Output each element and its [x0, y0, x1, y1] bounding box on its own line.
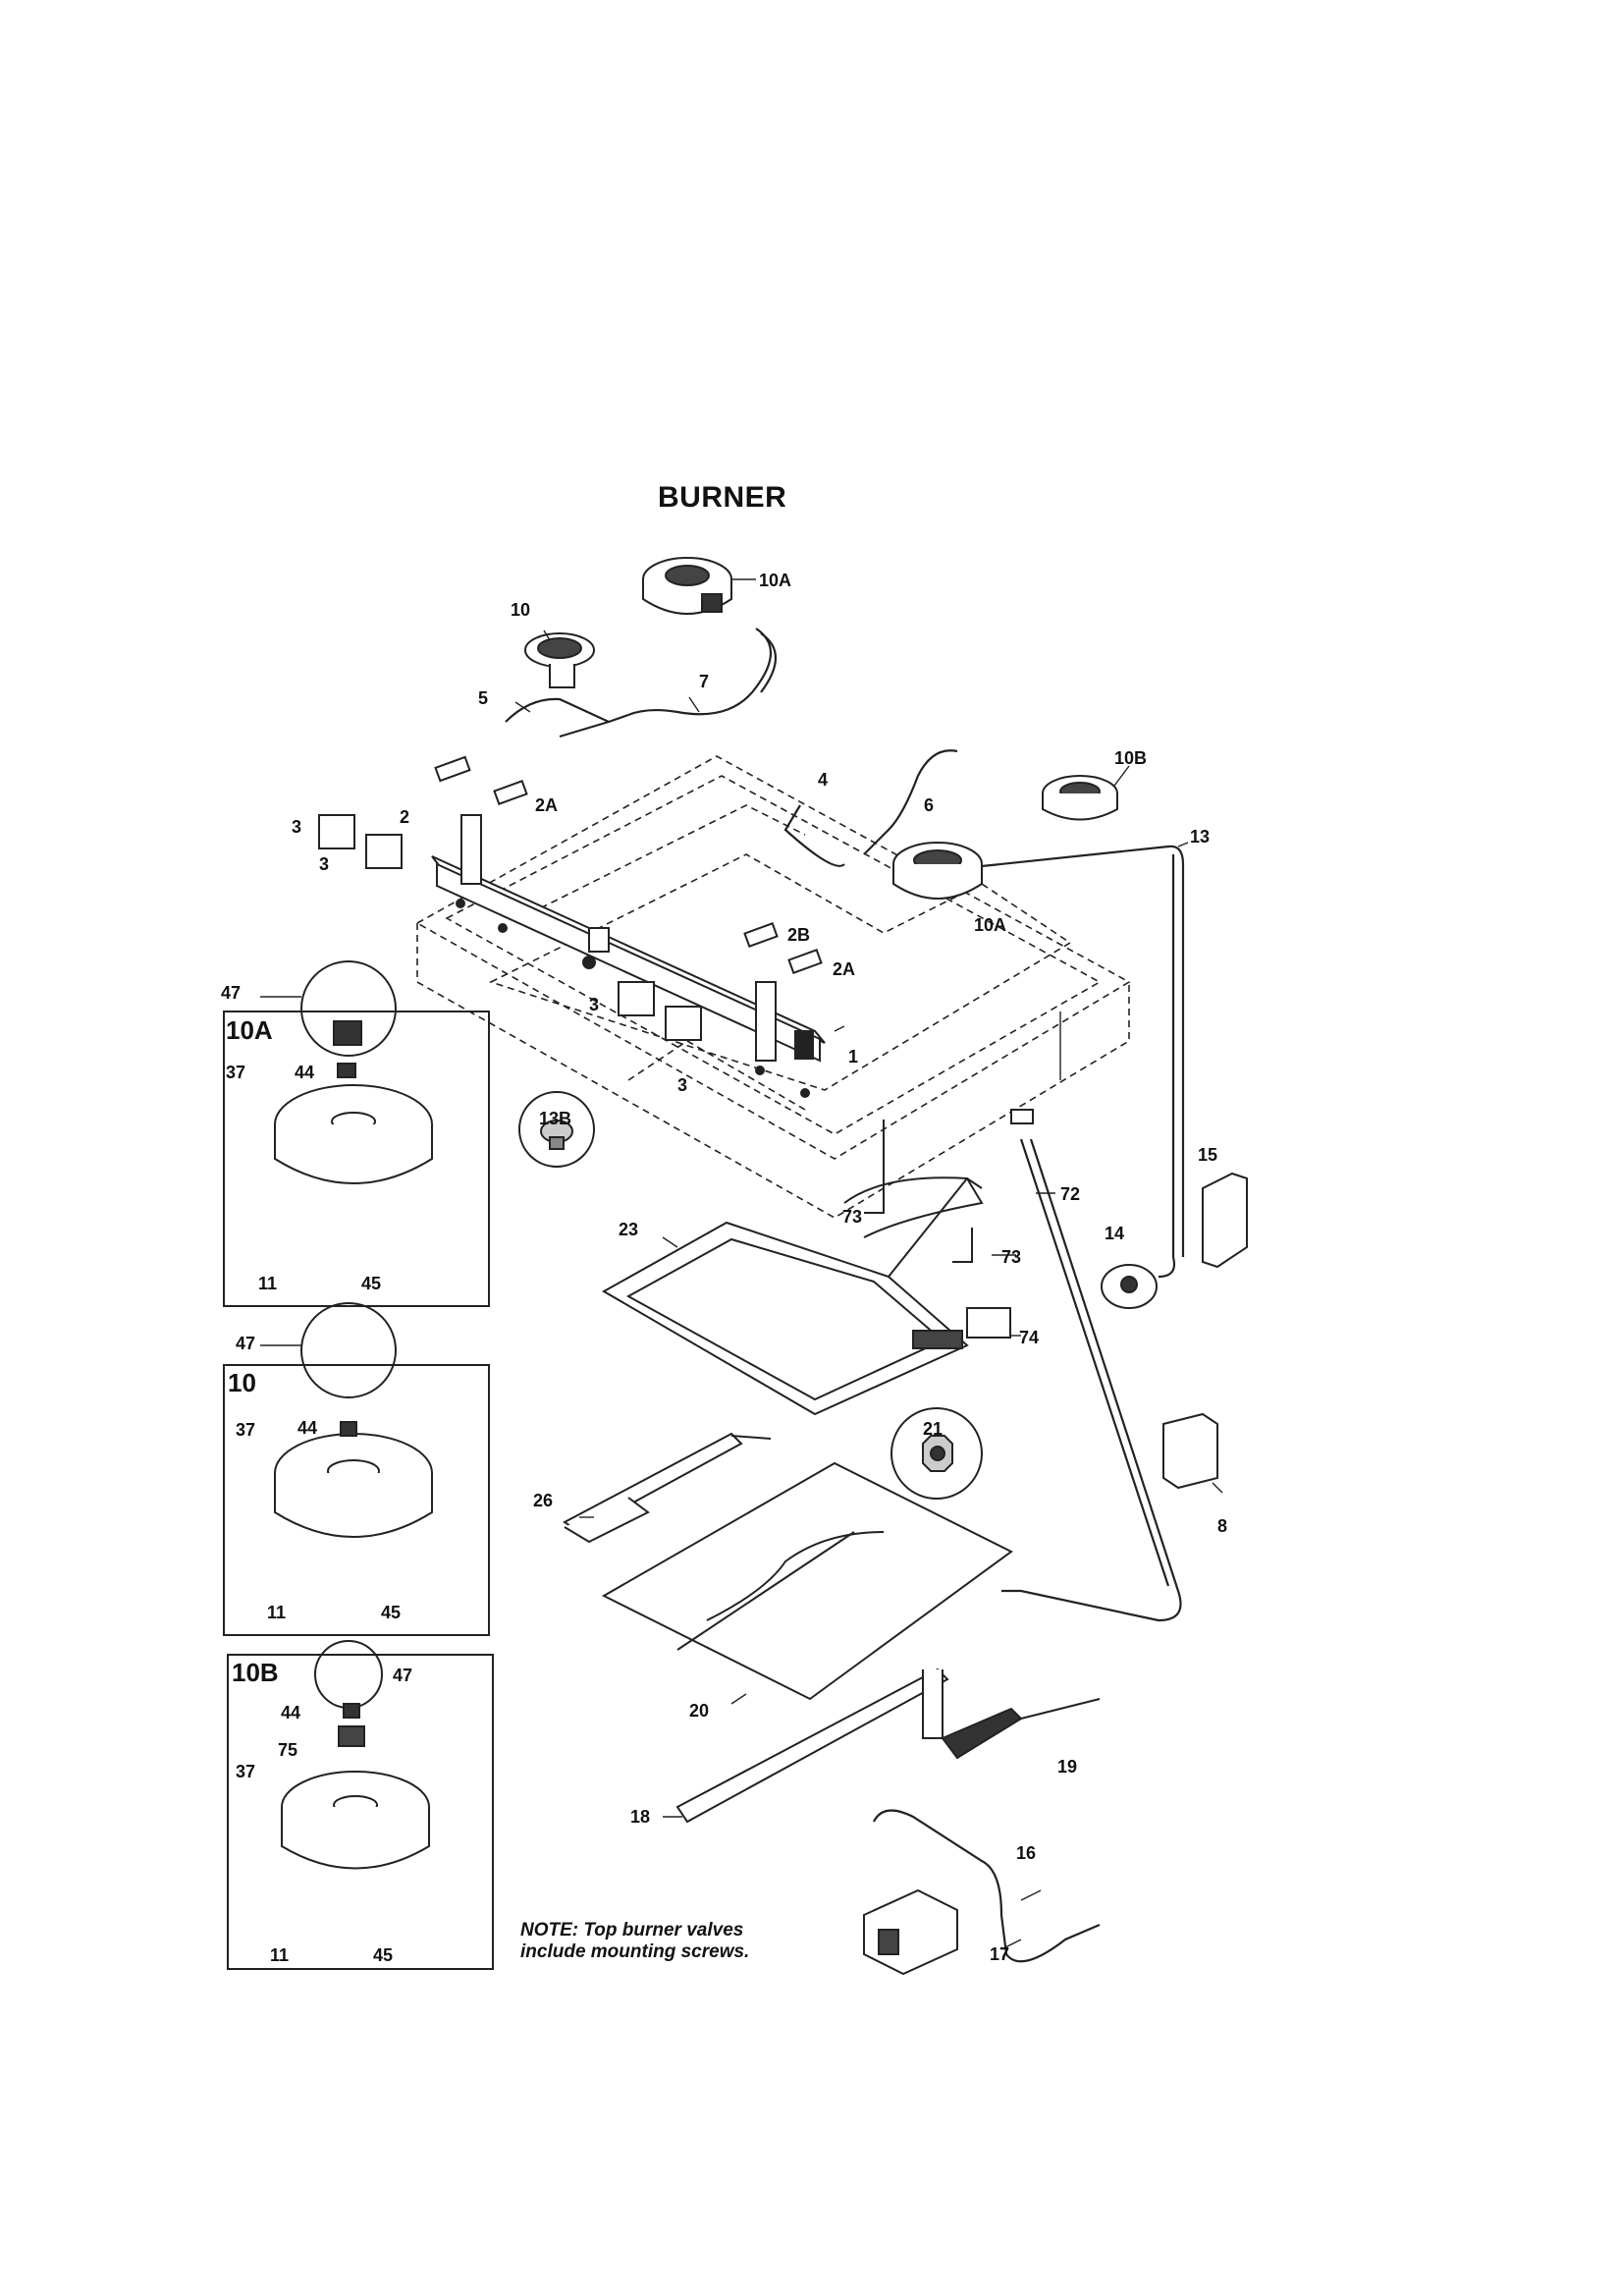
- bracket-15: [1202, 1172, 1248, 1269]
- label-10: 10: [511, 600, 530, 620]
- label-15: 15: [1198, 1145, 1217, 1165]
- label-3-b: 3: [319, 854, 329, 874]
- burner-10-top: [524, 632, 595, 688]
- inset3-label-11: 11: [270, 1945, 289, 1965]
- label-13: 13: [1190, 827, 1210, 847]
- callout-circle-i1: [300, 960, 397, 1057]
- label-8: 8: [1217, 1516, 1227, 1536]
- label-21: 21: [923, 1419, 943, 1439]
- gaskets-3: [318, 814, 702, 1041]
- label-10A-top: 10A: [759, 571, 791, 590]
- label-5: 5: [478, 688, 488, 708]
- label-2A-lower: 2A: [833, 959, 855, 979]
- inset-box-10: [223, 1364, 490, 1636]
- label-20: 20: [689, 1701, 709, 1721]
- label-10B: 10B: [1114, 748, 1147, 768]
- label-18: 18: [630, 1807, 650, 1827]
- inset-title-10A: 10A: [226, 1015, 273, 1045]
- label-17: 17: [990, 1944, 1009, 1964]
- screws: [456, 899, 810, 1098]
- inset-box-10A: [223, 1011, 490, 1307]
- label-73-b: 73: [1001, 1247, 1021, 1267]
- broil-burner-18: [675, 1667, 949, 1824]
- range-frame: [415, 755, 1131, 1219]
- label-6: 6: [924, 795, 934, 815]
- manifold-pipe: [431, 814, 826, 1063]
- valves: [434, 755, 823, 974]
- brackets: [864, 1109, 1034, 1339]
- valve-17: [863, 1888, 958, 1976]
- label-72: 72: [1060, 1184, 1080, 1204]
- igniter-26: [563, 1432, 772, 1544]
- valve-14: [1101, 1264, 1158, 1309]
- inset1-label-47: 47: [221, 983, 241, 1003]
- label-3-d: 3: [677, 1075, 687, 1095]
- label-2B: 2B: [787, 925, 810, 945]
- inset-burner-10B: [281, 1703, 430, 1870]
- label-10A-mid: 10A: [974, 915, 1006, 935]
- inset3-label-37: 37: [236, 1762, 255, 1781]
- label-74: 74: [1019, 1328, 1039, 1347]
- inset1-label-44: 44: [295, 1063, 314, 1082]
- inset2-label-47: 47: [236, 1334, 255, 1353]
- relay-8: [1162, 1412, 1218, 1490]
- label-23: 23: [619, 1220, 638, 1239]
- inset-title-10B: 10B: [232, 1658, 279, 1687]
- label-3-c: 3: [589, 995, 599, 1014]
- note-line-2: include mounting screws.: [520, 1941, 750, 1962]
- inset-burner-10: [274, 1421, 433, 1538]
- gas-tubes: [505, 628, 1185, 1622]
- label-16: 16: [1016, 1843, 1036, 1863]
- igniter-19: [941, 1698, 1101, 1760]
- label-19: 19: [1057, 1757, 1077, 1777]
- inset1-label-11: 11: [258, 1274, 277, 1293]
- inset2-label-11: 11: [267, 1603, 286, 1622]
- label-14: 14: [1105, 1224, 1124, 1243]
- inset1-label-37: 37: [226, 1063, 245, 1082]
- label-13B: 13B: [539, 1109, 571, 1128]
- label-2: 2: [400, 807, 409, 827]
- callout-labels: 10A 10 7 5 2 2A 3 3 4 6 10B 13 10A 2B 2A…: [221, 571, 1227, 1965]
- diagram-title: BURNER: [658, 481, 787, 514]
- label-1: 1: [848, 1047, 858, 1066]
- inset-title-10: 10: [228, 1368, 256, 1397]
- inset3-label-47: 47: [393, 1666, 412, 1685]
- inset2-label-44: 44: [297, 1418, 317, 1438]
- inset3-label-75: 75: [278, 1740, 297, 1760]
- inset-box-10B: [227, 1654, 494, 1970]
- inset-burner-10A: [274, 1020, 433, 1184]
- burner-10B-top: [1042, 775, 1118, 821]
- label-4: 4: [818, 770, 828, 790]
- burner-10A-mid: [892, 842, 983, 900]
- callout-circle-i3: [314, 1640, 383, 1709]
- inset2-label-45: 45: [381, 1603, 401, 1622]
- label-26: 26: [533, 1491, 553, 1510]
- nut-21-icon: [922, 1435, 953, 1472]
- nut-13B-icon: [540, 1120, 573, 1150]
- label-3-a: 3: [292, 817, 301, 837]
- leader-lines: [260, 578, 1223, 1950]
- note-text: NOTE: Top burner valves include mounting…: [520, 1920, 749, 1963]
- baffle-20: [601, 1461, 1013, 1701]
- inset3-label-45: 45: [373, 1945, 393, 1965]
- note-line-1: NOTE: Top burner valves: [520, 1920, 744, 1941]
- callout-circle-i2: [300, 1302, 397, 1398]
- inset1-label-45: 45: [361, 1274, 381, 1293]
- label-7: 7: [699, 672, 709, 691]
- oven-burner-23: [601, 1176, 984, 1416]
- burner-10A-top: [642, 557, 732, 615]
- inset3-label-44: 44: [281, 1703, 300, 1722]
- tube-16: [873, 1809, 1101, 1963]
- label-73-a: 73: [842, 1207, 862, 1227]
- inset2-label-37: 37: [236, 1420, 255, 1440]
- label-2A-upper: 2A: [535, 795, 558, 815]
